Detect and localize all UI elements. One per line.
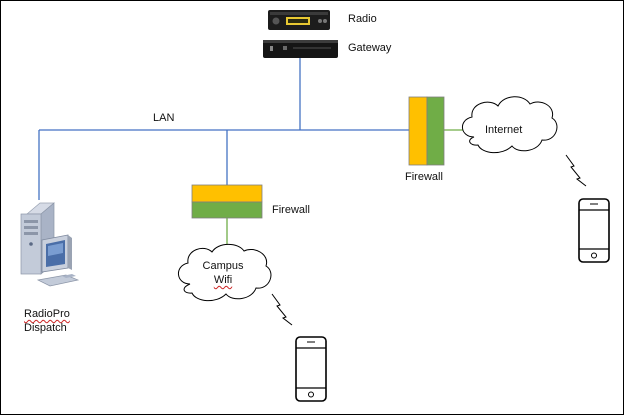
gateway-label: Gateway xyxy=(348,42,392,54)
firewall-mid-icon xyxy=(191,184,263,219)
lan-label: LAN xyxy=(153,112,175,124)
lan-wiring xyxy=(38,58,410,200)
lightning-icon-right xyxy=(565,154,587,187)
campus-wifi-label-line2: Wifi xyxy=(213,274,233,286)
smartphone-icon-right xyxy=(578,198,610,263)
computer-icon xyxy=(20,202,80,287)
smartphone-icon-bottom xyxy=(295,336,327,402)
firewall-right-label: Firewall xyxy=(405,171,443,183)
radio-label: Radio xyxy=(348,13,377,25)
dispatch-label-line1: RadioPro xyxy=(24,308,70,320)
internet-label: Internet xyxy=(485,124,523,136)
internet-cloud-icon xyxy=(462,96,558,154)
gateway-icon xyxy=(263,40,338,58)
firewall-mid-label: Firewall xyxy=(272,204,310,216)
lightning-icon-bottom xyxy=(271,293,293,326)
campus-wifi-label-line1: Campus xyxy=(202,260,244,272)
firewall-right-icon xyxy=(408,96,445,166)
radio-icon xyxy=(268,10,330,30)
campus-wifi-cloud-icon xyxy=(178,243,272,302)
dispatch-label-line2: Dispatch xyxy=(24,322,67,334)
